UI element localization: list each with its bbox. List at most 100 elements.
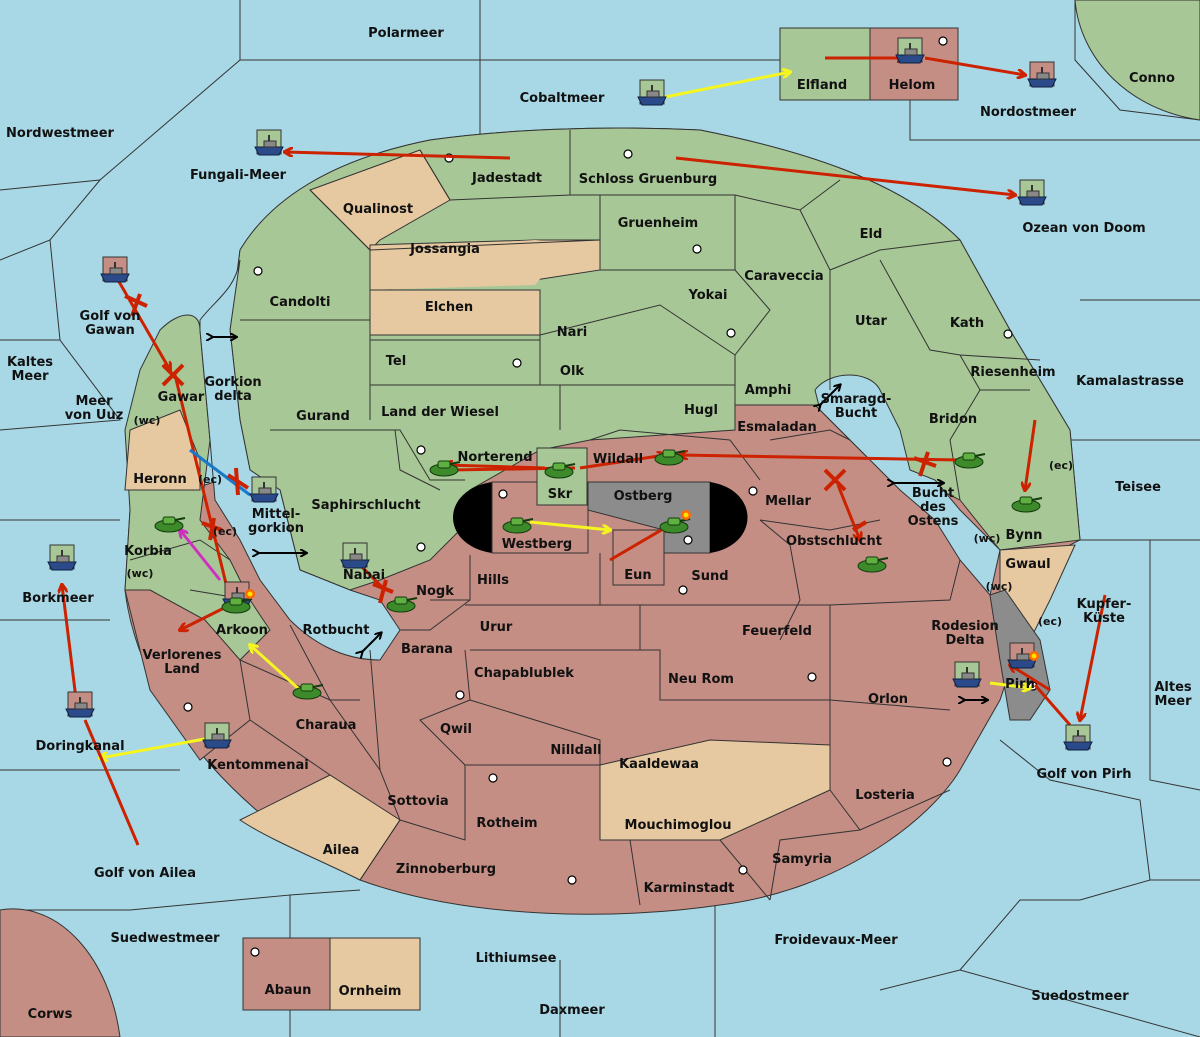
land-label-jadestadt: Jadestadt	[471, 171, 542, 186]
verlorenes-land-region[interactable]	[124, 589, 251, 761]
land-label-hills: Hills	[477, 573, 509, 588]
sea-label-corws: Corws	[28, 1007, 73, 1022]
army-ostberg[interactable]	[659, 517, 691, 534]
land-label-karminstadt: Karminstadt	[644, 881, 735, 896]
sea-label-fungali: Fungali-Meer	[190, 168, 287, 183]
land-label-pirh: Pirh	[1005, 677, 1035, 692]
coast-tag-wc: (wc)	[134, 414, 161, 427]
dislodged-ostberg	[681, 510, 691, 520]
sea-label-nordostmeer: Nordostmeer	[980, 105, 1077, 120]
units-layer	[47, 37, 1093, 751]
sea-label-conno: Conno	[1129, 71, 1175, 86]
supply-centers	[183, 36, 1038, 957]
army-korbia[interactable]	[154, 516, 186, 533]
fleet-borkmeer[interactable]	[47, 544, 77, 571]
fleet-nabai[interactable]	[340, 542, 370, 569]
elfland-region[interactable]	[779, 27, 871, 101]
fleet-fungali[interactable]	[254, 129, 284, 156]
sea-label-daxmeer: Daxmeer	[539, 1003, 605, 1018]
land-label-orlon: Orlon	[868, 692, 908, 707]
land-label-yokai: Yokai	[687, 288, 727, 303]
fleet-cobaltmeer[interactable]	[637, 79, 667, 106]
land-label-korbia: Korbia	[124, 544, 172, 559]
sea-label-lithiumsee: Lithiumsee	[476, 951, 557, 966]
land-label-heronn: Heronn	[133, 472, 187, 487]
land-label-helom: Helom	[889, 78, 936, 93]
sea-label-teisee: Teisee	[1115, 480, 1161, 495]
mittelgorkion-channel	[199, 259, 401, 661]
coast-tag-wc: (wc)	[974, 532, 1001, 545]
failed-order-marks	[124, 293, 937, 604]
fleet-helom[interactable]	[895, 37, 925, 64]
land-label-ostberg: Ostberg	[614, 489, 673, 504]
land-label-nari: Nari	[557, 325, 588, 340]
eun-region[interactable]	[612, 529, 665, 586]
fleet-doringkanal[interactable]	[65, 691, 95, 718]
land-label-land_wiesel: Land der Wiesel	[381, 405, 499, 420]
fleet-ozean[interactable]	[1017, 179, 1047, 206]
army-arkoon[interactable]	[221, 597, 253, 614]
sea-label-rotbucht: Rotbucht	[303, 623, 370, 638]
land-label-sund: Sund	[691, 569, 728, 584]
army-charaua[interactable]	[292, 683, 324, 700]
ornheim-region[interactable]	[329, 937, 421, 1011]
sea-label-cobaltmeer: Cobaltmeer	[520, 91, 605, 106]
fleet-golf-gawan[interactable]	[100, 256, 130, 283]
sea-label-smaragd: Smaragd-Bucht	[821, 392, 892, 421]
dislodged-pirh	[1029, 651, 1039, 661]
land-label-gawar: Gawar	[158, 390, 205, 405]
land-label-ornheim: Ornheim	[339, 984, 402, 999]
fleet-rodesion[interactable]	[952, 661, 982, 688]
sea-label-ozean: Ozean von Doom	[1022, 221, 1145, 236]
coast-tag-wc: (wc)	[986, 580, 1013, 593]
land-label-gurand: Gurand	[296, 409, 350, 424]
land-label-candolti: Candolti	[270, 295, 331, 310]
land-label-mouchimoglou: Mouchimoglou	[625, 818, 732, 833]
fleet-golf-pirh[interactable]	[1063, 724, 1093, 751]
land-label-saphirschlucht: Saphirschlucht	[311, 498, 420, 513]
sea-label-froidevaux: Froidevaux-Meer	[774, 933, 898, 948]
army-westberg[interactable]	[502, 517, 534, 534]
land-label-ailea: Ailea	[323, 843, 360, 858]
army-bynn[interactable]	[1011, 496, 1043, 513]
land-label-nilldall: Nilldall	[550, 743, 601, 758]
coast-tag-ec: (ec)	[198, 473, 222, 486]
army-skr[interactable]	[544, 462, 576, 479]
coast-tag-ec: (ec)	[1049, 459, 1073, 472]
army-nogk[interactable]	[386, 596, 418, 613]
land-label-westberg: Westberg	[502, 537, 572, 552]
land-label-sottovia: Sottovia	[387, 794, 448, 809]
land-label-utar: Utar	[855, 314, 888, 329]
sea-label-suedwestmeer: Suedwestmeer	[110, 931, 220, 946]
fleet-nordostmeer[interactable]	[1027, 61, 1057, 88]
land-label-amphi: Amphi	[745, 383, 792, 398]
conno-island	[1074, 0, 1200, 121]
army-wildall[interactable]	[654, 449, 686, 466]
labels-layer: PolarmeerCobaltmeerNordwestmeerNordostme…	[6, 26, 1192, 1022]
land-label-gwaul: Gwaul	[1005, 557, 1050, 572]
land-label-obstschlucht: Obstschlucht	[786, 534, 882, 549]
land-label-tel: Tel	[386, 354, 406, 369]
land-label-elchen: Elchen	[425, 300, 473, 315]
lake-west	[453, 482, 492, 553]
land-label-bynn: Bynn	[1006, 528, 1043, 543]
army-obstschlucht[interactable]	[857, 556, 889, 573]
sea-label-borkmeer: Borkmeer	[22, 591, 94, 606]
army-bridon[interactable]	[954, 452, 986, 469]
sea-label-kamalastrasse: Kamalastrasse	[1076, 374, 1184, 389]
land-label-barana: Barana	[401, 642, 453, 657]
coast-tag-ec: (ec)	[1038, 615, 1062, 628]
fleet-mittelgorkion[interactable]	[249, 476, 279, 503]
sea-label-suedostmeer: Suedostmeer	[1031, 989, 1129, 1004]
land-label-chapablublek: Chapablublek	[474, 666, 574, 681]
sea-label-golf_ailea: Golf von Ailea	[94, 866, 196, 881]
fleet-kentommenai[interactable]	[202, 722, 232, 749]
army-norterend[interactable]	[429, 460, 461, 477]
